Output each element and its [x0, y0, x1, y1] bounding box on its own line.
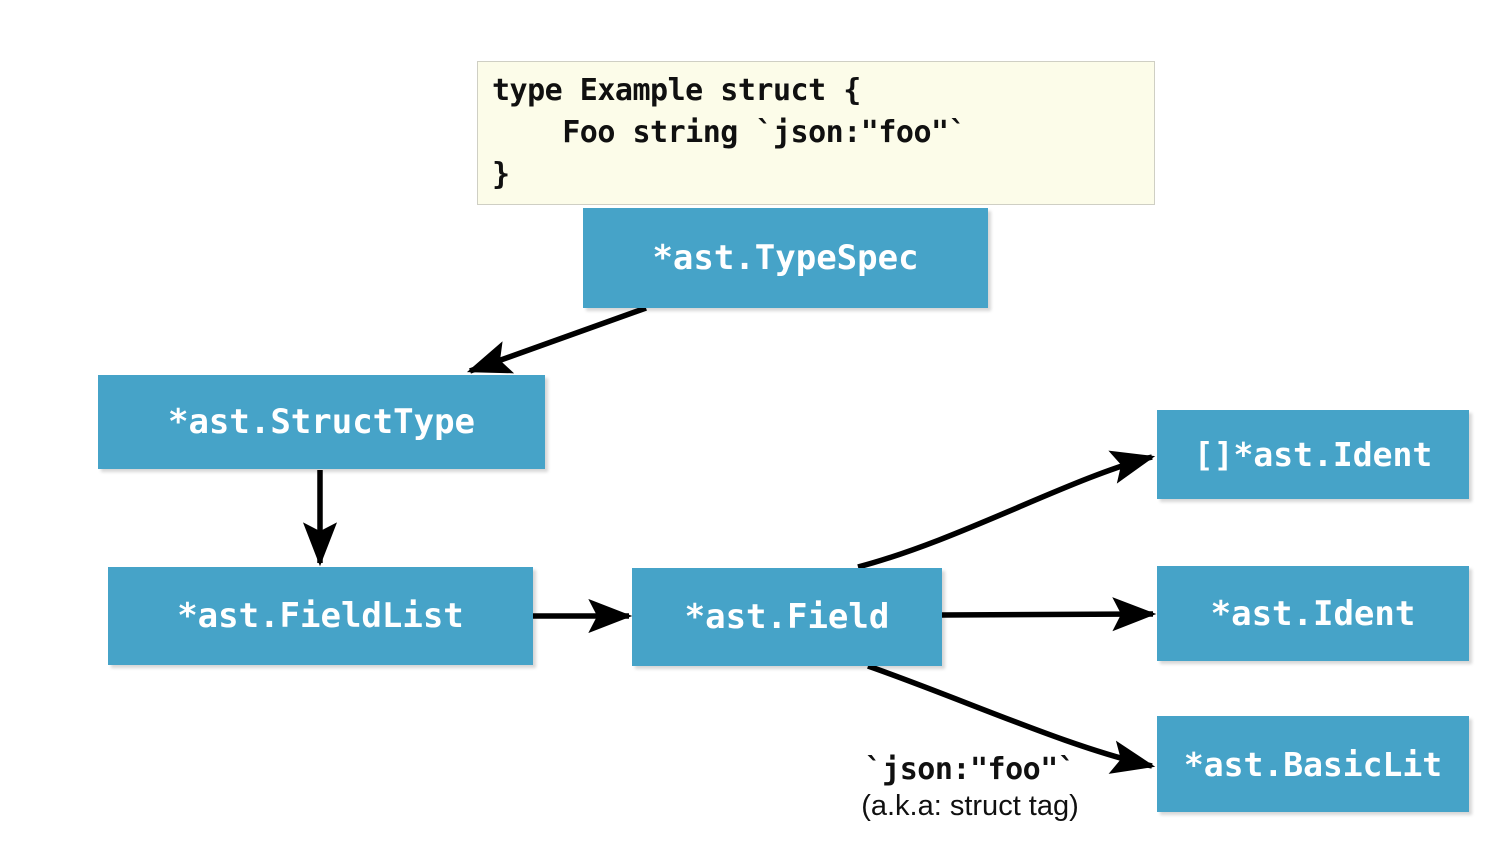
edge-typespec-to-structtype	[466, 305, 647, 374]
node-label: []*ast.Ident	[1193, 435, 1433, 474]
struct-tag-note: (a.k.a: struct tag)	[861, 790, 1079, 822]
struct-tag-annotation: `json:"foo"` (a.k.a: struct tag)	[790, 752, 1150, 824]
node-label: *ast.Ident	[1210, 593, 1416, 634]
node-ast-fieldlist[interactable]: *ast.FieldList	[108, 567, 533, 665]
node-label: *ast.TypeSpec	[652, 238, 919, 278]
edge-field-to-basiclit	[867, 663, 1156, 774]
node-ast-ident[interactable]: *ast.Ident	[1157, 566, 1469, 661]
node-label: *ast.BasicLit	[1183, 744, 1443, 784]
go-struct-source: type Example struct { Foo string `json:"…	[477, 61, 1155, 205]
node-label: *ast.StructType	[167, 402, 476, 442]
node-ast-typespec[interactable]: *ast.TypeSpec	[583, 208, 988, 308]
node-ast-ident-slice[interactable]: []*ast.Ident	[1157, 410, 1469, 499]
node-label: *ast.FieldList	[177, 596, 464, 636]
node-ast-field[interactable]: *ast.Field	[632, 568, 942, 666]
struct-tag-code: `json:"foo"`	[864, 752, 1076, 787]
node-ast-basiclit[interactable]: *ast.BasicLit	[1157, 716, 1469, 812]
edge-field-to-identslice	[857, 450, 1156, 570]
node-label: *ast.Field	[684, 597, 890, 637]
edge-field-to-ident	[941, 597, 1157, 632]
node-ast-structtype[interactable]: *ast.StructType	[98, 375, 545, 469]
